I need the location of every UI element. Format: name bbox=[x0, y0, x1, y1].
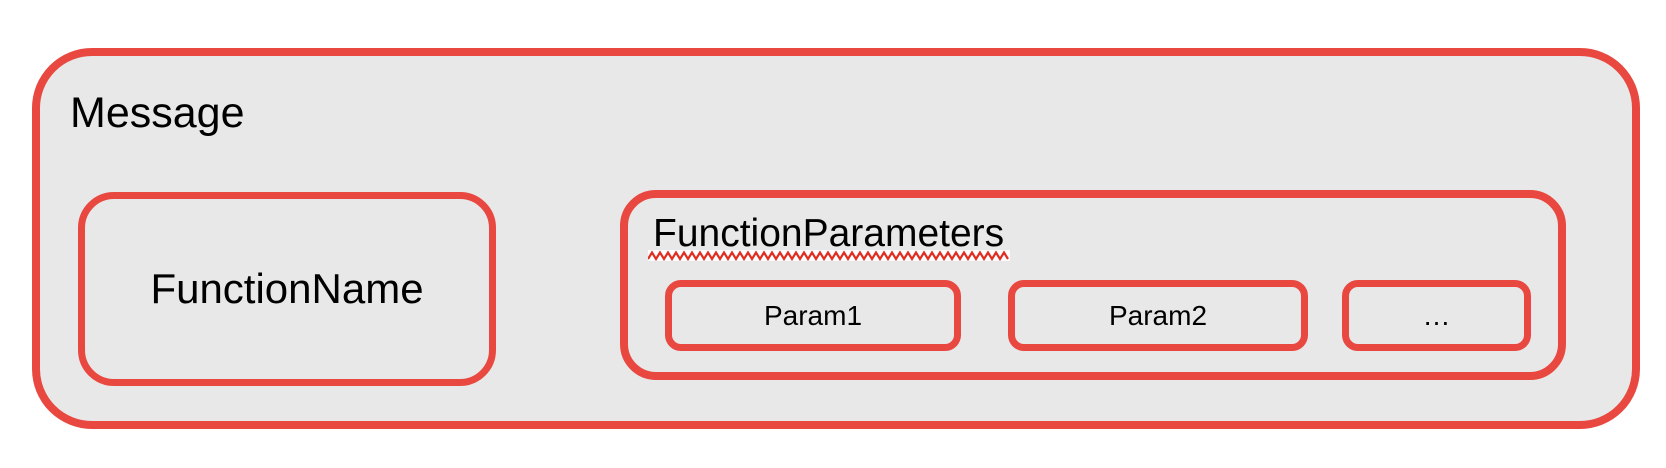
param1-box: Param1 bbox=[665, 280, 961, 351]
function-name-box: FunctionName bbox=[78, 192, 496, 386]
param2-box: Param2 bbox=[1008, 280, 1308, 351]
function-parameters-label: FunctionParameters bbox=[653, 212, 1005, 255]
function-name-label: FunctionName bbox=[150, 265, 424, 312]
param1-label: Param1 bbox=[763, 299, 863, 331]
message-label: Message bbox=[70, 89, 245, 137]
message-box: Message FunctionName FunctionParameters … bbox=[32, 48, 1640, 429]
param2-label: Param2 bbox=[1108, 299, 1208, 331]
spellcheck-squiggle-underline-icon bbox=[648, 250, 1010, 261]
function-parameters-box: FunctionParameters Param1 Param2 … bbox=[620, 190, 1566, 380]
params-ellipsis-box: … bbox=[1342, 280, 1531, 351]
params-ellipsis-label: … bbox=[1422, 299, 1451, 331]
